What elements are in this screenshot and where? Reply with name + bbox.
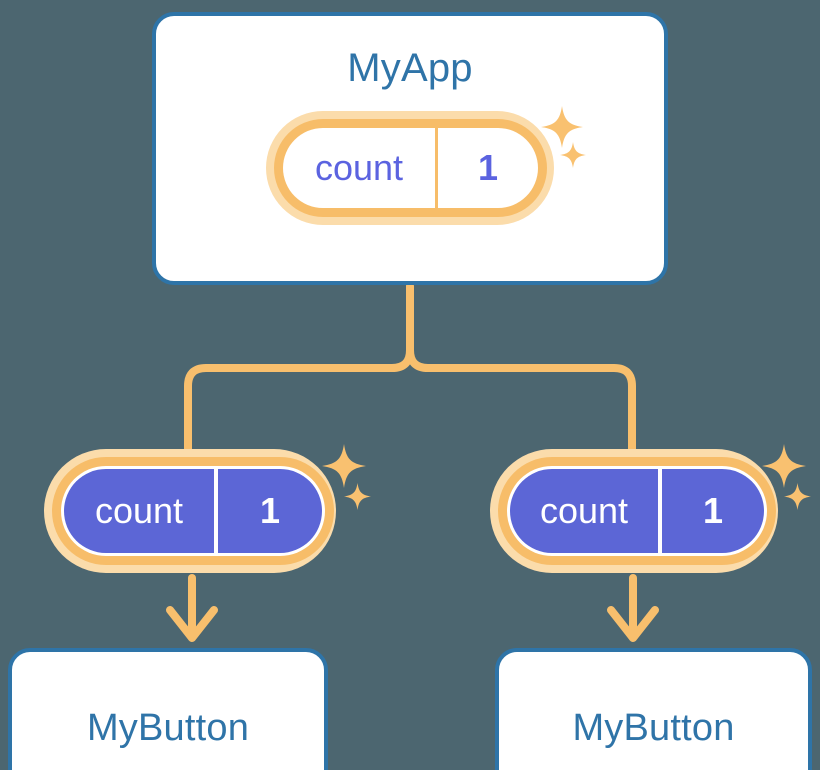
sparkle-icon [344, 483, 371, 510]
component-card-label: MyButton [86, 707, 250, 749]
state-pill-value: 1 [214, 469, 322, 553]
component-card-mybutton-right[interactable]: MyButton [495, 648, 812, 770]
state-pill-ring: count 1 [274, 119, 547, 217]
state-pill-ring: count 1 [498, 457, 776, 565]
state-pill-body: count 1 [283, 128, 538, 208]
arrow-down-icon-right [607, 606, 659, 642]
state-pill-inner: count 1 [64, 469, 322, 553]
component-card-mybutton-left[interactable]: MyButton [8, 648, 328, 770]
page-title: MyApp [347, 46, 473, 90]
connector-trunk-left [184, 346, 414, 453]
component-card-label: MyButton [572, 707, 735, 749]
sparkle-icon [784, 483, 811, 510]
state-pill-value: 1 [435, 128, 538, 208]
arrow-down-icon-left [166, 606, 218, 642]
state-pill-key: count [94, 490, 184, 531]
state-pill-myapp[interactable]: count 1 [266, 111, 554, 225]
state-pill-mybutton-left[interactable]: count 1 [44, 449, 336, 573]
state-pill-key: count [314, 147, 404, 188]
state-pill-mybutton-right[interactable]: count 1 [490, 449, 778, 573]
connector-trunk [406, 282, 636, 453]
state-pill-body: count 1 [507, 466, 767, 556]
state-pill-inner: count 1 [510, 469, 764, 553]
state-pill-body: count 1 [61, 466, 325, 556]
state-pill-ring: count 1 [52, 457, 334, 565]
state-pill-value: 1 [658, 469, 764, 553]
state-pill-key: count [539, 490, 629, 531]
